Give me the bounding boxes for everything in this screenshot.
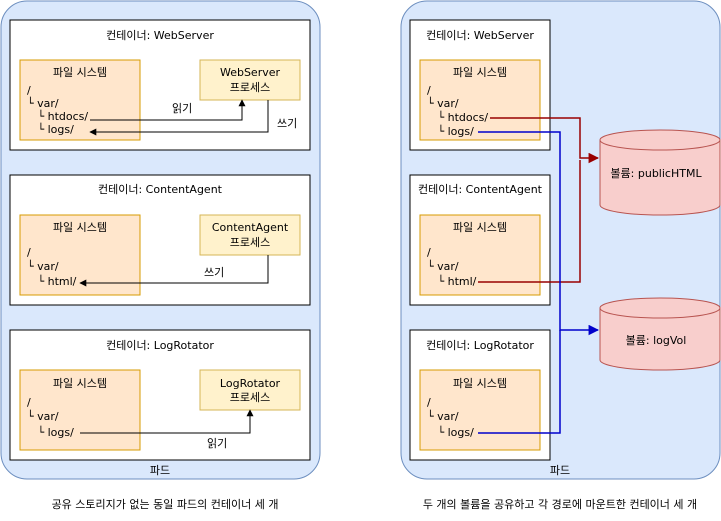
volume-publichtml: 볼륨: publicHTML — [599, 129, 721, 216]
path-logs: └ logs/ — [427, 425, 474, 439]
process-box — [199, 369, 301, 411]
htdocs-mount-line — [490, 117, 600, 164]
write-label: 쓰기 — [204, 266, 224, 279]
filesystem-title: 파일 시스템 — [53, 65, 107, 79]
filesystem-box — [19, 369, 141, 451]
right-container-logrotator: 컨테이너: LogRotator 파일 시스템 / └ var/ └ logs/ — [409, 329, 551, 461]
read-arrow — [80, 409, 254, 434]
write-label: 쓰기 — [277, 117, 297, 130]
volume-cylinder — [599, 308, 721, 371]
path-root: / — [27, 84, 31, 97]
right-pod-label: 파드 — [550, 464, 570, 477]
path-root: / — [427, 246, 431, 259]
filesystem-title: 파일 시스템 — [53, 376, 107, 390]
right-pod: 파드 컨테이너: WebServer 파일 시스템 / └ var/ └ htd… — [400, 0, 721, 480]
volume-cylinder — [599, 140, 721, 216]
volume-cylinder-top — [599, 297, 721, 319]
volume-logvol: 볼륨: logVol — [599, 297, 721, 371]
filesystem-title: 파일 시스템 — [453, 376, 507, 390]
path-logs: └ logs/ — [427, 124, 474, 138]
path-root: / — [427, 84, 431, 97]
volume-label: 볼륨: logVol — [626, 334, 687, 347]
path-var: └ var/ — [27, 96, 59, 110]
path-html: └ html/ — [27, 274, 77, 288]
left-container-webserver: 컨테이너: WebServer 파일 시스템 / └ var/ └ htdocs… — [9, 19, 311, 151]
path-htdocs: └ htdocs/ — [427, 110, 488, 124]
volume-label: 볼륨: publicHTML — [610, 167, 702, 180]
logrotator-logs-mount-line — [478, 330, 561, 434]
path-html: └ html/ — [427, 274, 477, 288]
process-name: ContentAgent — [212, 221, 289, 234]
left-container-contentagent: 컨테이너: ContentAgent 파일 시스템 / └ var/ └ htm… — [9, 174, 311, 306]
filesystem-title: 파일 시스템 — [53, 220, 107, 234]
filesystem-box — [19, 59, 141, 141]
path-var: └ var/ — [427, 259, 459, 273]
left-container-logrotator: 컨테이너: LogRotator 파일 시스템 / └ var/ └ logs/… — [9, 329, 311, 461]
path-htdocs: └ htdocs/ — [27, 109, 88, 123]
right-container-webserver: 컨테이너: WebServer 파일 시스템 / └ var/ └ htdocs… — [409, 19, 551, 151]
process-label: 프로세스 — [230, 236, 270, 249]
right-caption: 두 개의 볼륨을 공유하고 각 경로에 마운트한 컨테이너 세 개 — [423, 497, 697, 511]
logs-mount-line — [478, 131, 600, 336]
write-arrow — [79, 255, 269, 287]
container-title: 컨테이너: LogRotator — [426, 339, 534, 352]
path-logs: └ logs/ — [27, 425, 74, 439]
filesystem-box — [419, 59, 541, 141]
left-pod: 파드 컨테이너: WebServer 파일 시스템 / └ var/ └ htd… — [0, 0, 321, 480]
left-pod-label: 파드 — [150, 464, 170, 477]
filesystem-title: 파일 시스템 — [453, 65, 507, 79]
right-container-contentagent: 컨테이너: ContentAgent 파일 시스템 / └ var/ └ htm… — [409, 174, 551, 306]
process-box — [199, 214, 301, 256]
volume-cylinder-top — [599, 129, 721, 151]
html-mount-line — [478, 160, 581, 283]
path-var: └ var/ — [427, 409, 459, 423]
path-var: └ var/ — [427, 96, 459, 110]
left-caption: 공유 스토리지가 없는 동일 파드의 컨테이너 세 개 — [52, 497, 279, 511]
path-logs: └ logs/ — [27, 122, 74, 136]
process-label: 프로세스 — [230, 81, 270, 94]
filesystem-title: 파일 시스템 — [453, 220, 507, 234]
path-root: / — [27, 396, 31, 409]
process-label: 프로세스 — [230, 391, 270, 404]
container-title: 컨테이너: LogRotator — [106, 339, 214, 352]
process-box — [199, 59, 301, 101]
path-var: └ var/ — [27, 259, 59, 273]
write-arrow — [89, 100, 269, 136]
container-title: 컨테이너: WebServer — [106, 29, 214, 42]
path-var: └ var/ — [27, 409, 59, 423]
container-title: 컨테이너: WebServer — [426, 29, 534, 42]
filesystem-box — [419, 369, 541, 451]
read-label: 읽기 — [172, 102, 192, 115]
container-title: 컨테이너: ContentAgent — [418, 183, 543, 196]
read-label: 읽기 — [207, 437, 227, 450]
path-root: / — [27, 246, 31, 259]
path-root: / — [427, 396, 431, 409]
container-title: 컨테이너: ContentAgent — [98, 183, 223, 196]
read-arrow — [90, 99, 246, 121]
process-name: LogRotator — [220, 377, 281, 390]
process-name: WebServer — [220, 66, 281, 79]
